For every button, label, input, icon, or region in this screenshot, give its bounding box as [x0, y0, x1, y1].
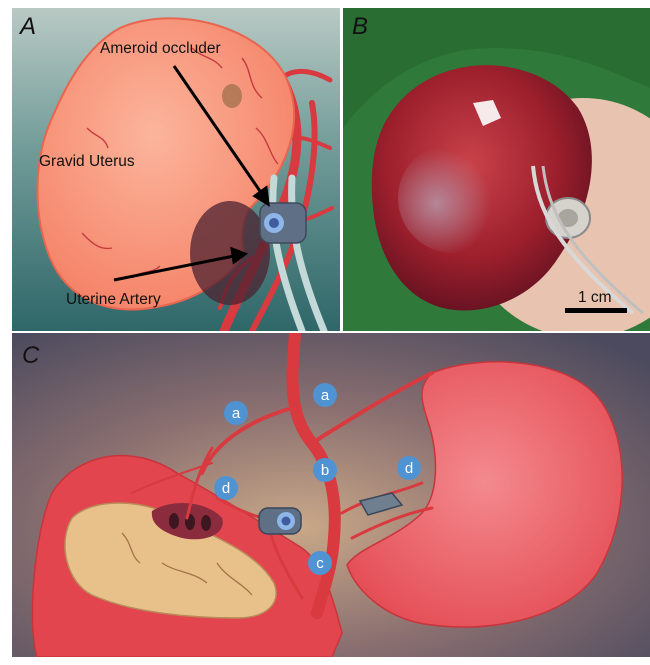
panel-c: a a b c d d C	[12, 333, 650, 657]
marker-a-left: a	[224, 401, 248, 425]
svg-text:c: c	[316, 555, 324, 572]
svg-text:a: a	[321, 387, 330, 404]
panel-c-illustration: a a b c d d C	[12, 333, 650, 657]
panel-b-photo: 1 cm B	[343, 8, 650, 331]
placental-cotyledons	[169, 513, 211, 531]
panel-c-letter: C	[22, 342, 40, 369]
marker-a-right: a	[313, 383, 337, 407]
panel-a-letter: A	[18, 13, 36, 40]
svg-text:a: a	[232, 405, 241, 422]
marker-d-right: d	[397, 456, 421, 480]
panel-a: A Ameroid occluder Gravid Uterus Uterine…	[12, 8, 340, 331]
svg-text:d: d	[405, 460, 413, 477]
panel-b: 1 cm B	[343, 8, 650, 331]
occluder-label: Ameroid occluder	[100, 40, 221, 57]
svg-text:d: d	[222, 480, 230, 497]
svg-text:b: b	[321, 462, 329, 479]
panel-b-letter: B	[352, 13, 368, 40]
panel-a-illustration: A Ameroid occluder Gravid Uterus Uterine…	[12, 8, 340, 331]
marker-c: c	[308, 551, 332, 575]
fetal-eye-spot	[222, 84, 242, 108]
ameroid-occluder	[260, 203, 306, 243]
artery-label: Uterine Artery	[66, 291, 161, 308]
occluder-c-left	[259, 508, 301, 534]
fetus-shadow	[190, 201, 270, 305]
marker-b: b	[313, 458, 337, 482]
scale-bar-label: 1 cm	[578, 289, 612, 306]
marker-d-left: d	[214, 476, 238, 500]
uterus-label: Gravid Uterus	[39, 153, 135, 170]
